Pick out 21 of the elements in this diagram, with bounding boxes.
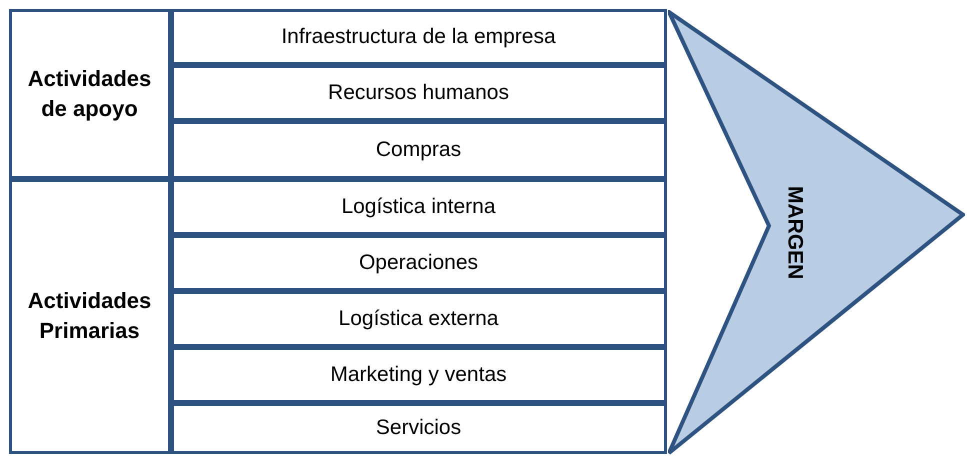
- category-cell: [8, 178, 170, 454]
- activity-cell: [170, 178, 666, 234]
- activity-label: Operaciones: [358, 250, 478, 276]
- activity-label: Infraestructura de la empresa: [281, 24, 556, 50]
- activity-label: Marketing y ventas: [330, 362, 507, 388]
- category-cell: [8, 8, 170, 178]
- activity-cell: [170, 234, 666, 290]
- category-label: Actividades Primarias: [26, 287, 152, 345]
- activity-label: Logística externa: [338, 306, 498, 332]
- margin-label: MARGEN: [782, 186, 808, 280]
- activity-cell: [170, 8, 666, 64]
- activity-cell: [170, 402, 666, 454]
- activity-cell: [170, 290, 666, 346]
- activity-label: Servicios: [376, 415, 462, 442]
- activity-label: Recursos humanos: [328, 80, 509, 106]
- activity-label: Compras: [376, 136, 462, 163]
- activity-cell: [170, 346, 666, 402]
- activity-cell: [170, 64, 666, 120]
- category-label: Actividades de apoyo: [26, 64, 152, 123]
- activity-label: Logística interna: [341, 194, 496, 220]
- activity-cell: [170, 120, 666, 178]
